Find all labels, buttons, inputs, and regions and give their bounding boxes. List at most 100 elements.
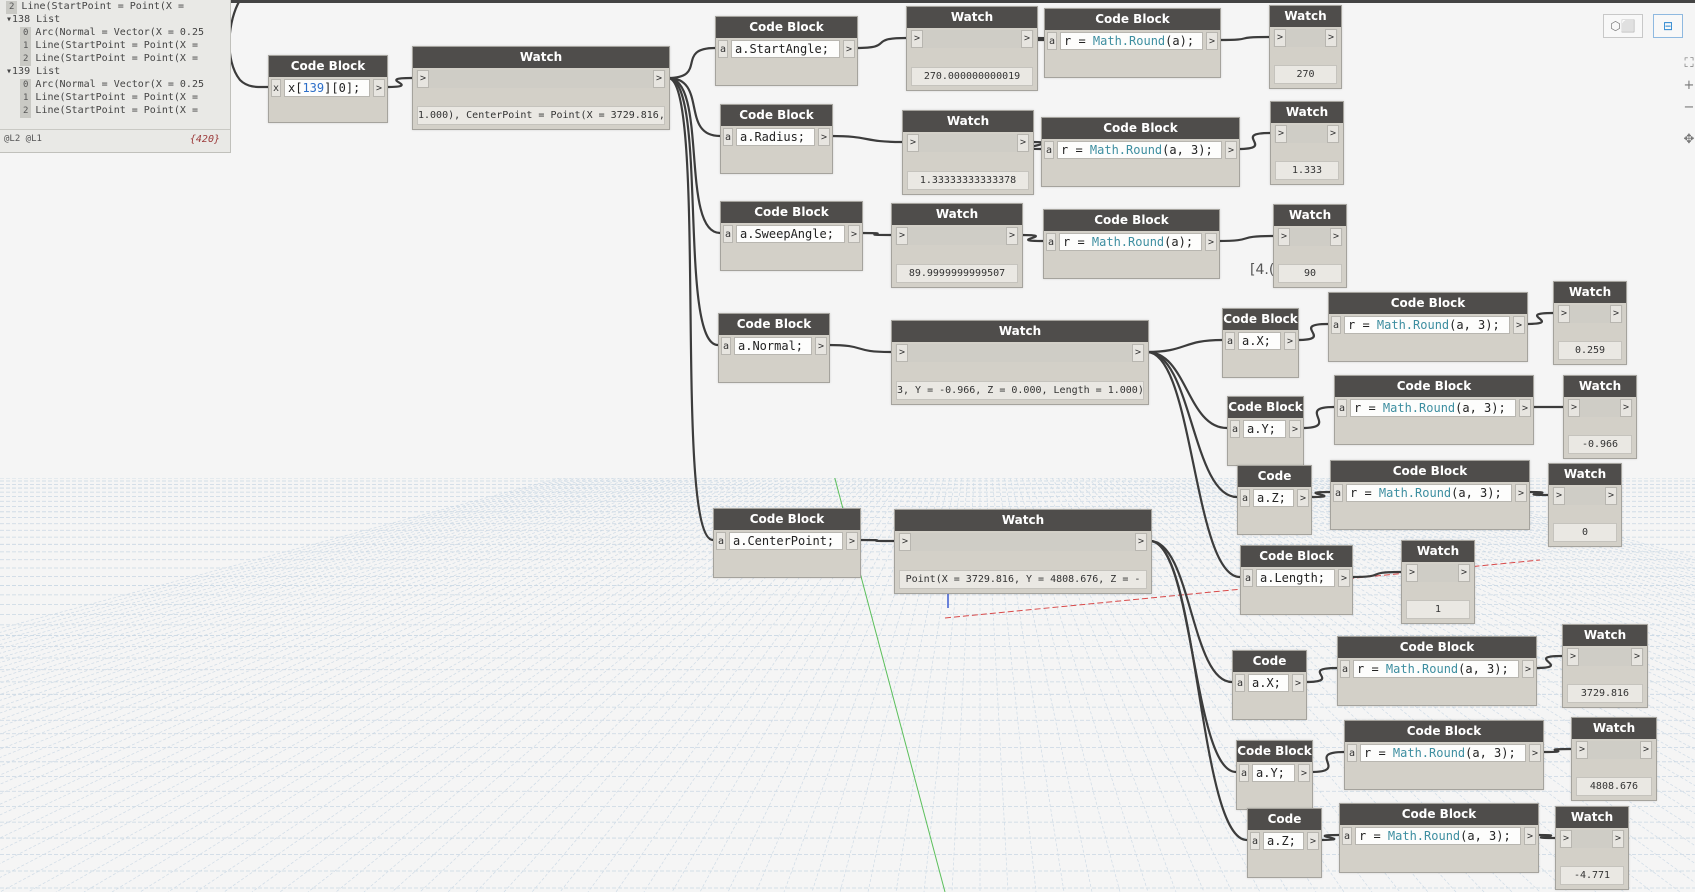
watch-node-nw-y[interactable]: Watch>>-0.966 <box>1563 375 1637 459</box>
code-editor[interactable]: r = Math.Round(a, 3); <box>1346 484 1512 502</box>
input-port[interactable]: a <box>1044 141 1054 159</box>
output-port[interactable]: > <box>1284 332 1296 350</box>
input-port[interactable]: a <box>1047 32 1057 50</box>
code-editor[interactable]: x[139][0]; <box>284 79 370 97</box>
input-port[interactable]: a <box>723 128 733 146</box>
watch-node-nw-z[interactable]: Watch>>0 <box>1548 463 1622 547</box>
input-port[interactable]: > <box>1278 228 1290 246</box>
node-title[interactable]: Code Block <box>721 202 862 223</box>
collapse-icon[interactable]: ▾ <box>6 66 13 77</box>
output-port[interactable]: > <box>1327 125 1339 143</box>
output-port[interactable]: > <box>1292 674 1304 692</box>
watch-node-wr-start[interactable]: Watch>>270 <box>1269 5 1342 89</box>
node-title[interactable]: Watch <box>1572 718 1656 739</box>
input-port[interactable]: a <box>1342 827 1352 845</box>
output-port[interactable]: > <box>1021 30 1033 48</box>
node-title[interactable]: Watch <box>413 47 669 68</box>
node-title[interactable]: Code Block <box>716 17 857 38</box>
input-port[interactable]: a <box>716 532 726 550</box>
input-port[interactable]: > <box>1560 830 1572 848</box>
output-port[interactable]: > <box>1135 533 1147 551</box>
node-title[interactable]: Code Block <box>719 314 829 335</box>
node-title[interactable]: Code Block <box>1338 637 1536 658</box>
watch-node-cw-z[interactable]: Watch>>-4.771 <box>1555 806 1629 890</box>
output-port[interactable]: > <box>843 40 855 58</box>
input-port[interactable]: a <box>1333 484 1343 502</box>
input-port[interactable]: > <box>1576 741 1588 759</box>
node-title[interactable]: Watch <box>1274 205 1346 226</box>
input-port[interactable]: > <box>417 70 429 88</box>
watch-node-cw-y[interactable]: Watch>>4808.676 <box>1571 717 1657 801</box>
watch-node-w-sweep[interactable]: Watch>>89.9999999999507 <box>891 203 1023 288</box>
input-port[interactable]: > <box>1274 29 1286 47</box>
output-port[interactable]: > <box>1513 316 1525 334</box>
watch-node-cw-x[interactable]: Watch>>3729.816 <box>1562 624 1648 708</box>
output-port[interactable]: > <box>1605 487 1617 505</box>
input-port[interactable]: x <box>271 79 281 97</box>
node-title[interactable]: Code Block <box>1241 546 1352 567</box>
code-editor[interactable]: r = Math.Round(a, 3); <box>1353 660 1519 678</box>
code-editor[interactable]: a.X; <box>1238 332 1281 350</box>
output-port[interactable]: > <box>1458 564 1470 582</box>
collapse-icon[interactable]: ▾ <box>6 14 13 25</box>
output-port[interactable]: > <box>1522 660 1534 678</box>
code-editor[interactable]: r = Math.Round(a, 3); <box>1344 316 1510 334</box>
output-port[interactable]: > <box>1515 484 1527 502</box>
node-title[interactable]: Code Block <box>1329 293 1527 314</box>
node-title[interactable]: Code Block <box>1233 651 1306 689</box>
code-editor[interactable]: r = Math.Round(a); <box>1059 233 1202 251</box>
watch-node-w-center[interactable]: Watch>>Point(X = 3729.816, Y = 4808.676,… <box>894 509 1152 594</box>
input-port[interactable]: > <box>1275 125 1287 143</box>
node-title[interactable]: Watch <box>907 7 1037 28</box>
node-title[interactable]: Watch <box>1563 625 1647 646</box>
input-port[interactable]: a <box>1235 674 1245 692</box>
input-port[interactable]: > <box>1553 487 1565 505</box>
node-title[interactable]: Watch <box>1271 102 1343 123</box>
input-port[interactable]: a <box>718 40 728 58</box>
node-title[interactable]: Watch <box>1270 6 1341 27</box>
code-editor[interactable]: a.X; <box>1248 674 1289 692</box>
input-port[interactable]: > <box>899 533 911 551</box>
code-editor[interactable]: r = Math.Round(a, 3); <box>1350 399 1516 417</box>
input-port[interactable]: a <box>721 337 731 355</box>
watch-node-wr-radius[interactable]: Watch>>1.333 <box>1270 101 1344 185</box>
output-port[interactable]: > <box>1529 744 1541 762</box>
output-port[interactable]: > <box>1524 827 1536 845</box>
output-port[interactable]: > <box>1298 764 1310 782</box>
node-title[interactable]: Code Block <box>1331 461 1529 482</box>
node-title[interactable]: Code Block <box>1223 309 1298 330</box>
input-port[interactable]: > <box>1567 648 1579 666</box>
node-title[interactable]: Watch <box>1556 807 1628 828</box>
geometry-view-button[interactable]: ⬡⬜ <box>1603 14 1643 38</box>
input-port[interactable]: a <box>1230 420 1240 438</box>
code-editor[interactable]: a.Z; <box>1253 489 1294 507</box>
node-title[interactable]: Watch <box>1549 464 1621 485</box>
output-port[interactable]: > <box>1325 29 1337 47</box>
code-editor[interactable]: a.StartAngle; <box>731 40 840 58</box>
node-title[interactable]: Code Block <box>1248 809 1321 847</box>
code-editor[interactable]: a.CenterPoint; <box>729 532 843 550</box>
code-editor[interactable]: a.Radius; <box>736 128 815 146</box>
output-port[interactable]: > <box>1620 399 1632 417</box>
input-port[interactable]: a <box>1250 832 1260 850</box>
output-port[interactable]: > <box>1612 830 1624 848</box>
input-port[interactable]: a <box>1337 399 1347 417</box>
node-title[interactable]: Watch <box>1402 541 1474 562</box>
code-editor[interactable]: a.Z; <box>1263 832 1304 850</box>
code-editor[interactable]: a.Y; <box>1243 420 1286 438</box>
input-port[interactable]: > <box>896 344 908 362</box>
code-editor[interactable]: a.Y; <box>1252 764 1295 782</box>
code-editor[interactable]: a.SweepAngle; <box>736 225 845 243</box>
